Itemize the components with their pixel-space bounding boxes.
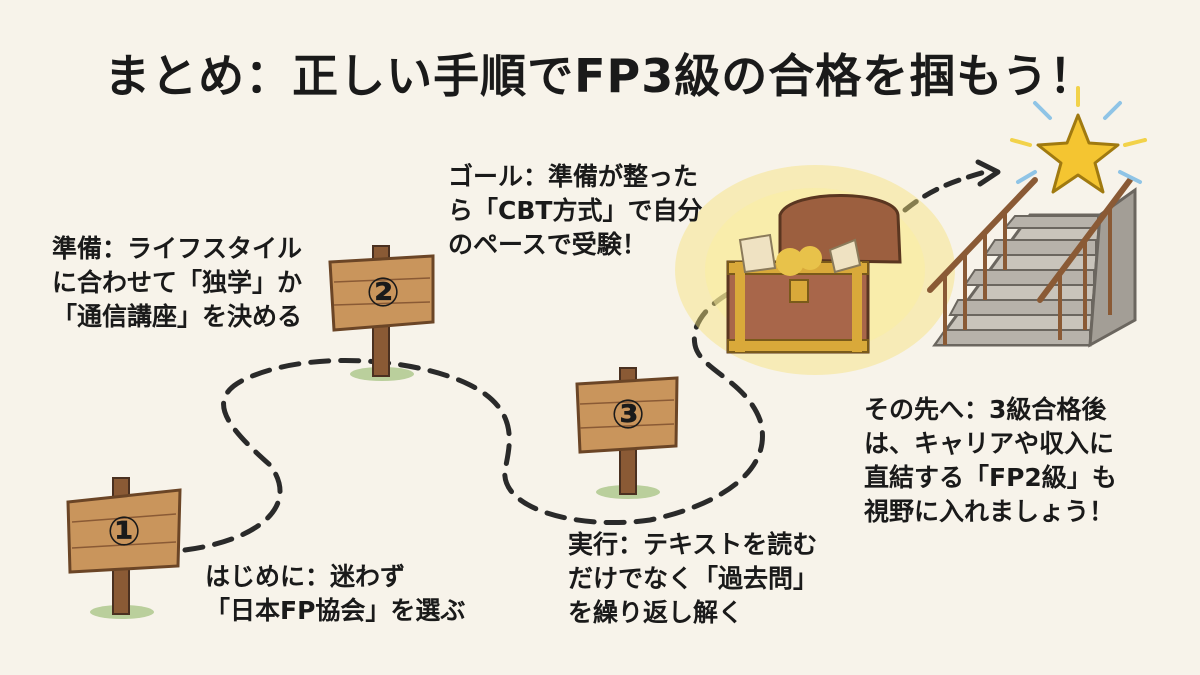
step-3-text: 実行：テキストを読む だけでなく「過去問」 を繰り返し解く	[568, 528, 818, 630]
goal-line: ゴール：準備が整った	[448, 162, 699, 191]
step-1-line: 「日本FP協会」を選ぶ	[205, 596, 466, 625]
next-step-text: その先へ：3級合格後 は、キャリアや収入に 直結する「FP2級」も 視野に入れま…	[864, 393, 1117, 529]
star-icon	[1010, 86, 1147, 194]
step-3-line: を繰り返し解く	[568, 598, 744, 627]
step-3-line: 実行：テキストを読む	[568, 530, 818, 559]
next-line: 視野に入れましょう！	[864, 497, 1115, 526]
staircase-icon	[927, 177, 1137, 348]
next-line: は、キャリアや収入に	[864, 429, 1115, 458]
step-1-line: はじめに：迷わず	[205, 562, 406, 591]
signpost-icon	[66, 477, 182, 619]
sign-number-2: ②	[366, 270, 400, 316]
dashed-path	[182, 287, 765, 553]
page-title: まとめ：正しい手順でFP3級の合格を掴もう！	[104, 49, 1096, 103]
step-1-text: はじめに：迷わず 「日本FP協会」を選ぶ	[205, 560, 465, 628]
next-line: 直結する「FP2級」も	[864, 463, 1117, 492]
step-2-text: 準備：ライフスタイル に合わせて「独学」か 「通信講座」を決める	[52, 232, 302, 334]
next-line: その先へ：3級合格後	[864, 395, 1107, 424]
signpost-icon	[328, 245, 435, 381]
signpost-icon	[575, 367, 679, 499]
step-2-line: 準備：ライフスタイル	[52, 234, 303, 263]
treasure-chest-icon	[675, 165, 955, 375]
step-3-line: だけでなく「過去問」	[568, 564, 819, 593]
goal-line: ら「CBT方式」で自分	[448, 196, 703, 225]
goal-text: ゴール：準備が整った ら「CBT方式」で自分 のペースで受験！	[448, 160, 702, 262]
sign-number-3: ③	[611, 392, 645, 438]
goal-line: のペースで受験！	[448, 230, 647, 259]
step-2-line: に合わせて「独学」か	[52, 268, 303, 297]
arrow-icon	[902, 169, 988, 213]
step-2-line: 「通信講座」を決める	[52, 302, 303, 331]
sign-number-1: ①	[107, 509, 141, 555]
